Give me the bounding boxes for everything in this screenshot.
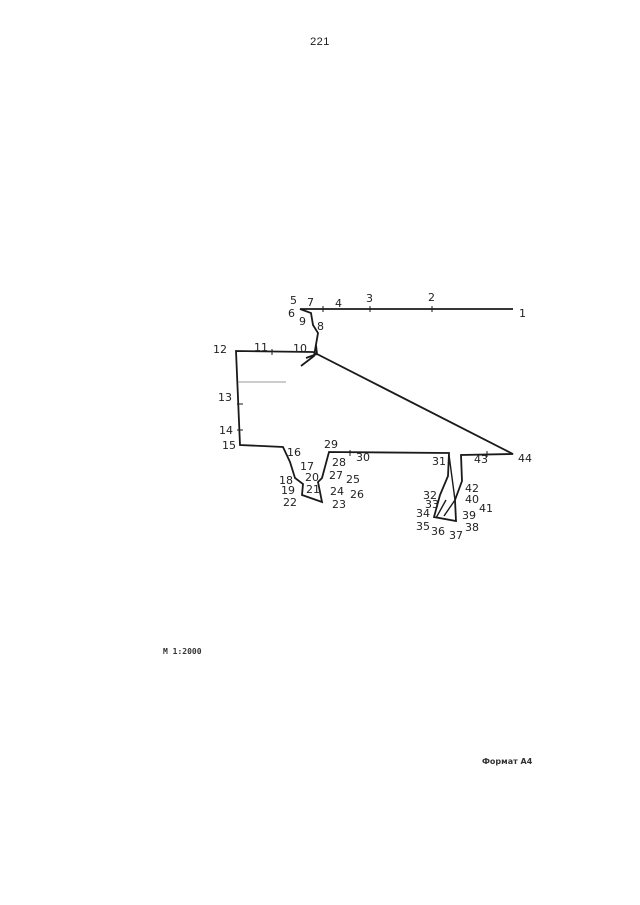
point-label: 29	[324, 438, 338, 451]
point-label: 10	[293, 342, 307, 355]
point-label: 33	[425, 498, 439, 511]
point-label: 28	[332, 456, 346, 469]
scale-label: М 1:2000	[163, 647, 202, 656]
point-label: 26	[350, 488, 364, 501]
point-label: 42	[465, 482, 479, 495]
point-label: 30	[356, 451, 370, 464]
point-label: 5	[290, 294, 297, 307]
point-label: 22	[283, 496, 297, 509]
point-label: 41	[479, 502, 493, 515]
point-label: 1	[519, 307, 526, 320]
point-label: 44	[518, 452, 532, 465]
format-label: Формат А4	[482, 757, 533, 766]
point-label: 21	[306, 483, 320, 496]
point-label: 31	[432, 455, 446, 468]
point-labels: 1 2 3 4 5 6 7 8 9 10 11 12 13 14 15 16 1…	[213, 291, 532, 542]
point-label: 18	[279, 474, 293, 487]
point-label: 8	[317, 320, 324, 333]
point-label: 38	[465, 521, 479, 534]
point-label: 2	[428, 291, 435, 304]
point-label: 36	[431, 525, 445, 538]
point-label: 32	[423, 489, 437, 502]
point-label: 40	[465, 493, 479, 506]
point-label: 20	[305, 471, 319, 484]
point-label: 37	[449, 529, 463, 542]
point-label: 27	[329, 469, 343, 482]
point-label: 14	[219, 424, 233, 437]
point-label: 15	[222, 439, 236, 452]
point-label: 9	[299, 315, 306, 328]
point-label: 6	[288, 307, 295, 320]
corridor-line	[435, 454, 456, 519]
point-label: 7	[307, 296, 314, 309]
point-label: 24	[330, 485, 344, 498]
point-label: 35	[416, 520, 430, 533]
point-label: 16	[287, 446, 301, 459]
point-label: 23	[332, 498, 346, 511]
point-label: 34	[416, 507, 430, 520]
point-label: 25	[346, 473, 360, 486]
page-number: 221	[310, 36, 330, 48]
point-label: 19	[281, 484, 295, 497]
tick-marks	[237, 306, 488, 457]
point-label: 13	[218, 391, 232, 404]
point-label: 17	[300, 460, 314, 473]
point-label: 12	[213, 343, 227, 356]
point-label: 3	[366, 292, 373, 305]
point-label: 39	[462, 509, 476, 522]
plot-boundary	[235, 308, 514, 523]
point-label: 4	[335, 297, 342, 310]
point-label: 43	[474, 453, 488, 466]
point-label: 11	[254, 341, 268, 354]
